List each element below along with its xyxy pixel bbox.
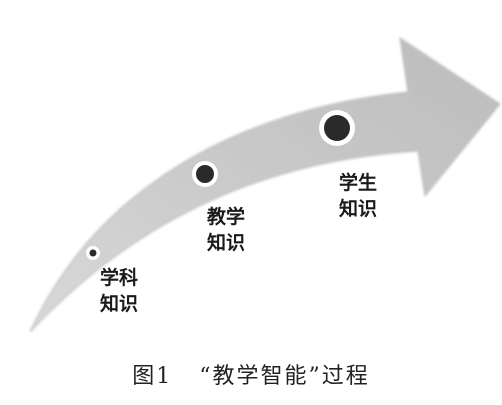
figure-number: 图1 [132,364,173,389]
stage-label-line: 知识 [100,293,139,315]
stage-dot-subject-knowledge [86,246,100,260]
figure-caption: 图1 “教学智能”过程 [0,358,502,390]
stage-label-line: 学科 [100,267,139,289]
stage-label-line: 教学 [207,206,246,228]
stage-label-student-knowledge: 学生 知识 [339,170,377,222]
stage-dot-student-knowledge [319,110,355,146]
stage-label-subject-knowledge: 学科 知识 [100,265,138,317]
curved-arrow-shape [29,36,501,333]
figure-title: “教学智能”过程 [199,364,370,389]
stage-label-line: 知识 [207,232,246,254]
stage-label-line: 知识 [339,198,378,220]
stage-label-teaching-knowledge: 教学 知识 [207,204,245,256]
stage-dot-teaching-knowledge [192,161,218,187]
stage-label-line: 学生 [339,172,378,194]
